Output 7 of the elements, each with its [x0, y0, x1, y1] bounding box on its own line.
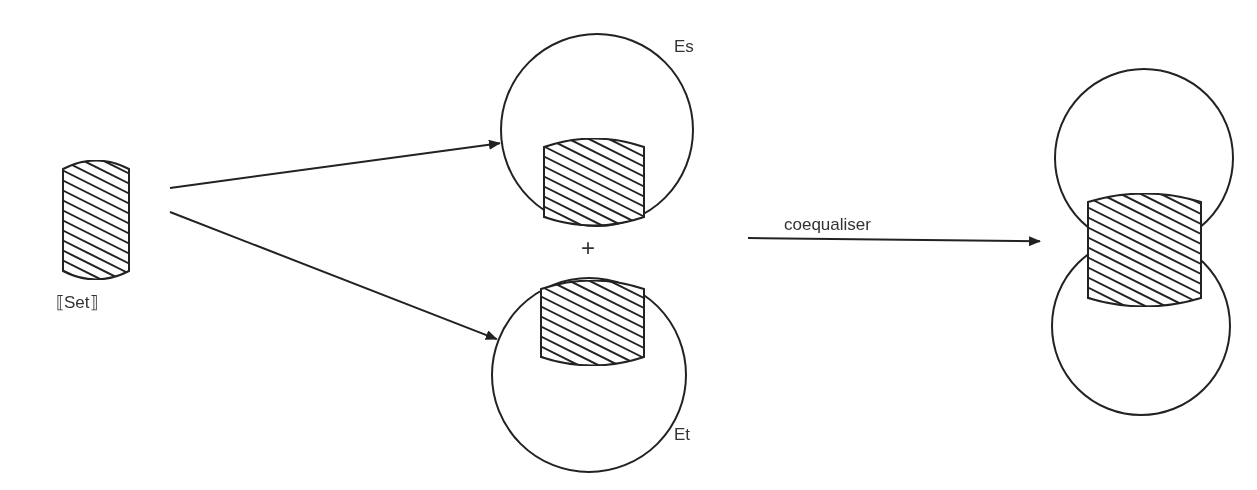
set-label: ⟦Set⟧: [56, 294, 98, 311]
arrow: [169, 211, 498, 341]
arrow: [169, 139, 501, 189]
plus-sign: +: [581, 236, 595, 260]
set-label: Et: [674, 426, 691, 443]
arrow: [747, 236, 1041, 247]
set-label: Es: [674, 38, 694, 55]
